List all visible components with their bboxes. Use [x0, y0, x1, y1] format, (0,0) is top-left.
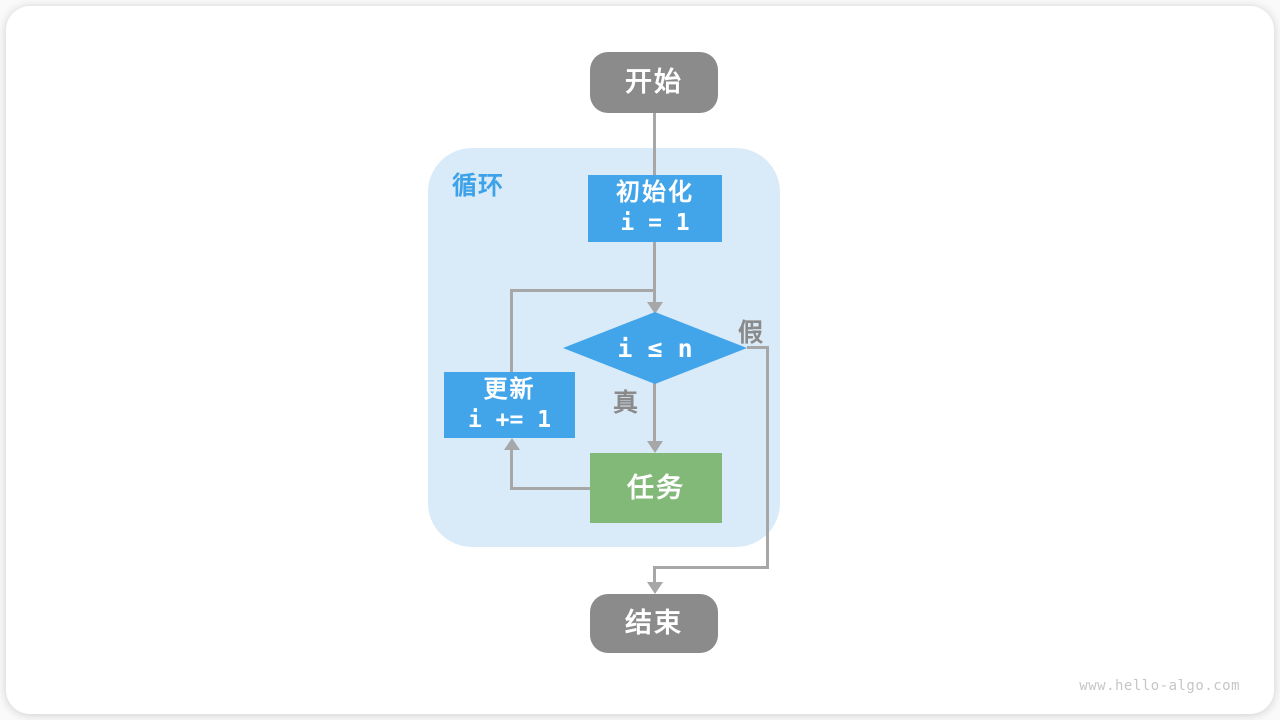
edge-false-across — [653, 566, 769, 569]
edge-task-update-vertical — [510, 449, 513, 490]
edge-update-loopback-horizontal — [510, 289, 656, 292]
arrowhead-into-update — [504, 438, 520, 450]
arrowhead-into-cond — [647, 302, 663, 314]
edge-false-out — [747, 346, 769, 349]
arrowhead-into-task — [647, 441, 663, 453]
node-task-label: 任务 — [627, 472, 685, 503]
true-branch-label: 真 — [613, 389, 639, 417]
arrowhead-into-end — [647, 582, 663, 594]
node-initialize-code: i = 1 — [620, 210, 690, 237]
node-start-label: 开始 — [625, 67, 683, 98]
false-branch-label: 假 — [738, 319, 764, 347]
node-end: 结束 — [590, 594, 718, 653]
edge-false-down — [766, 346, 769, 569]
node-update: 更新 i += 1 — [444, 372, 575, 438]
node-end-label: 结束 — [625, 608, 683, 639]
node-condition-code: i ≤ n — [617, 333, 693, 363]
node-update-code: i += 1 — [467, 406, 552, 433]
edge-task-update-horizontal — [510, 487, 590, 490]
edge-start-init — [653, 113, 656, 175]
edge-false-into-end — [653, 566, 656, 583]
loop-region-label: 循环 — [452, 172, 505, 200]
node-initialize: 初始化 i = 1 — [588, 175, 722, 242]
node-task: 任务 — [590, 453, 722, 523]
watermark-url: www.hello-algo.com — [1079, 678, 1240, 694]
node-update-title: 更新 — [483, 375, 536, 403]
edge-init-cond — [653, 242, 656, 303]
node-start: 开始 — [590, 52, 718, 113]
edge-cond-task — [653, 383, 656, 442]
node-initialize-title: 初始化 — [616, 179, 694, 207]
edge-update-loopback-vertical — [510, 289, 513, 372]
